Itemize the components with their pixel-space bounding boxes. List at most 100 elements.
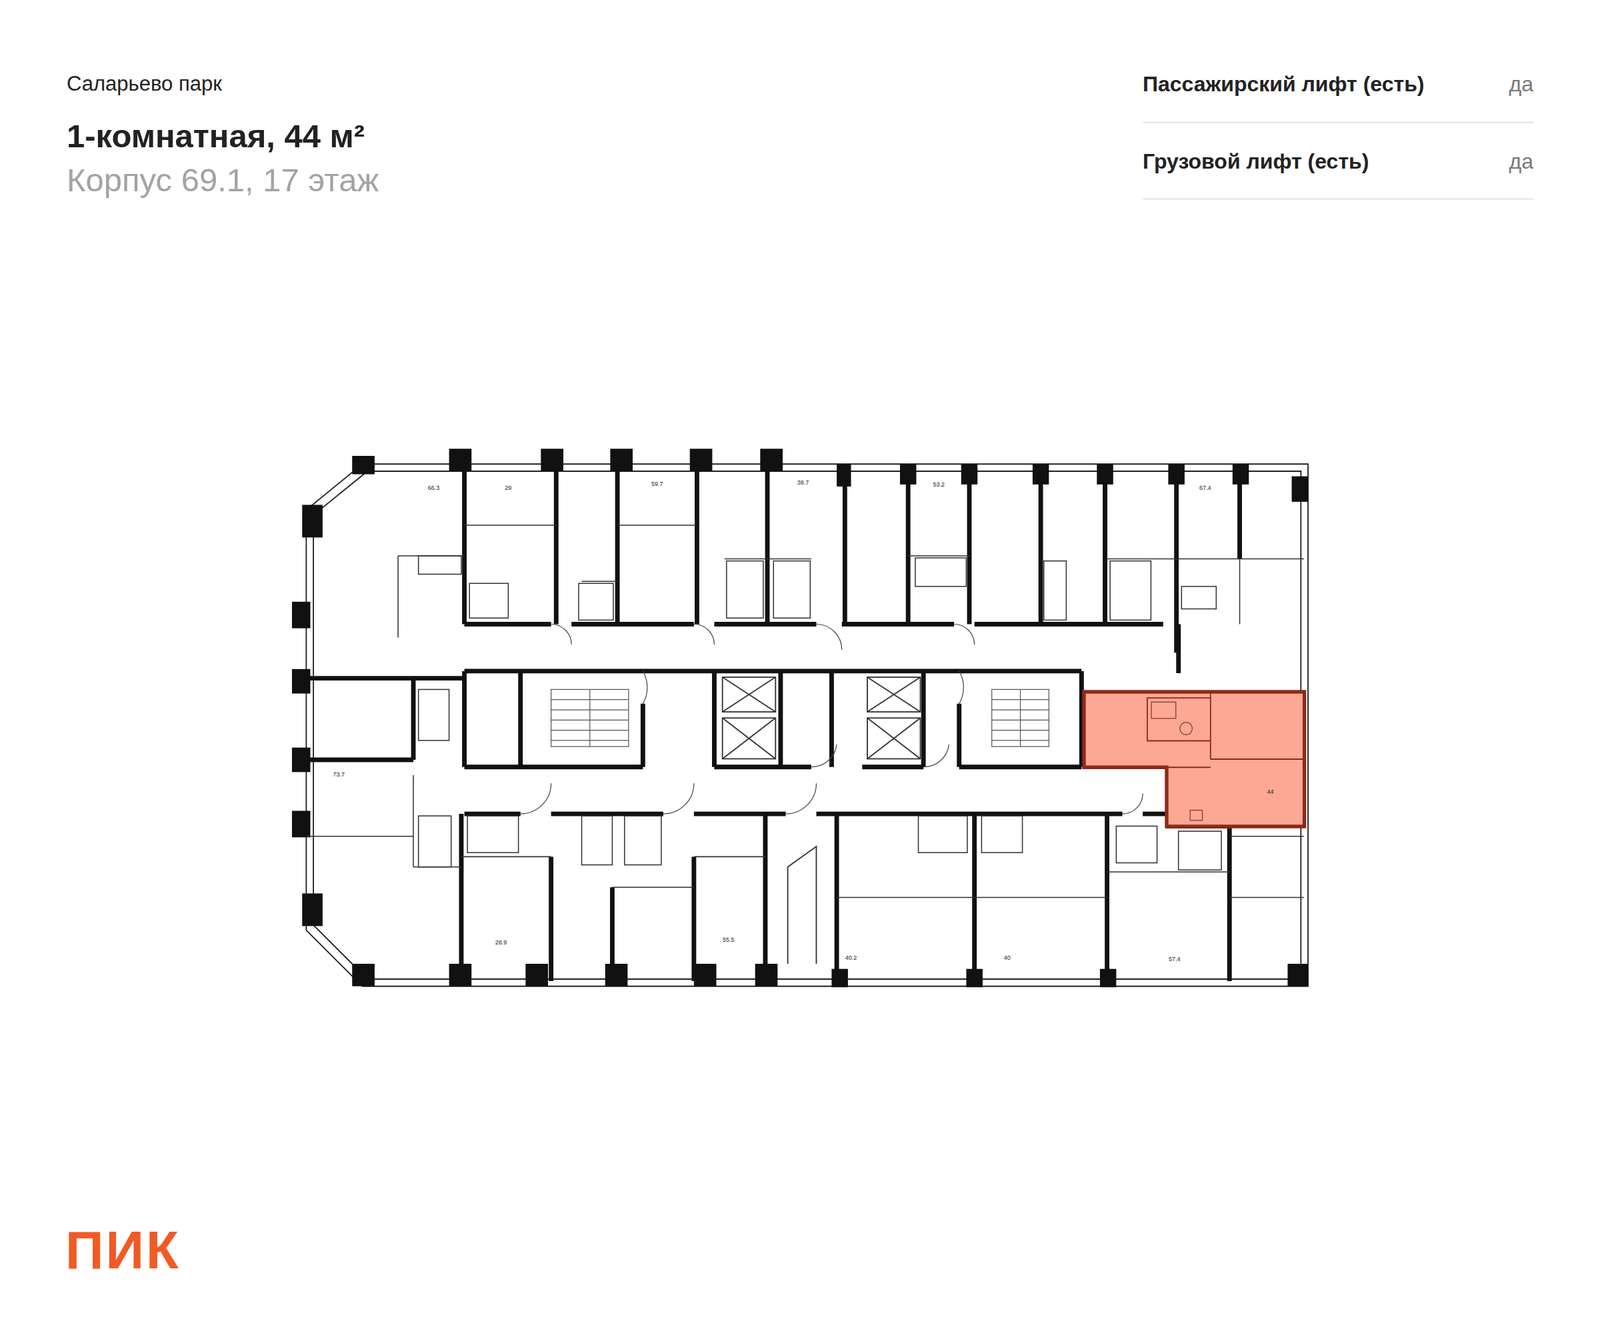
bathroom-fixtures-part: [915, 558, 967, 587]
bathroom-fixtures-part: [1181, 586, 1216, 610]
walls-part: [464, 622, 1164, 627]
bathroom-fixtures-part: [624, 816, 662, 865]
area-number: 29: [504, 484, 512, 491]
building-floor: Корпус 69.1, 17 этаж: [66, 161, 379, 199]
piers-part: [302, 504, 323, 538]
area-number: 44: [1267, 788, 1274, 796]
doors: [520, 624, 1143, 814]
partitions: [306, 525, 1304, 898]
piers-part: [540, 448, 564, 472]
bathroom-fixtures-part: [582, 816, 613, 865]
ramp-part: [788, 846, 817, 964]
feature-value: да: [1509, 72, 1534, 97]
bathroom-fixtures-part: [418, 556, 462, 575]
bathroom-fixtures-part: [469, 583, 508, 618]
partitions-part: [398, 556, 1177, 638]
area-number: 67.4: [1199, 484, 1212, 491]
feature-value: да: [1509, 149, 1534, 174]
bathroom-fixtures-part: [418, 816, 452, 868]
piers-part: [292, 811, 311, 838]
bathroom-fixtures-part: [578, 583, 614, 620]
piers-part: [292, 602, 311, 629]
piers-part: [292, 669, 311, 694]
facade: [306, 464, 1308, 986]
elevators-part: [867, 718, 921, 759]
elevators-part: [722, 677, 776, 712]
stairs: [551, 689, 1050, 747]
bathroom-fixtures-part: [1044, 561, 1067, 621]
stairs-part: [992, 689, 1050, 747]
piers: [292, 448, 1308, 988]
bathroom-fixtures-part: [1110, 561, 1151, 621]
piers-part: [694, 964, 717, 987]
feature-name: Грузовой лифт (есть): [1142, 149, 1369, 174]
piers-part: [760, 448, 783, 472]
stairs-part: [992, 689, 1050, 747]
piers-part: [449, 448, 472, 472]
area-number: 40.2: [845, 954, 858, 962]
header-dividers: [1142, 122, 1534, 200]
piers-part: [525, 964, 548, 987]
apartment-fill: [1084, 692, 1305, 827]
area-number: 59.7: [651, 480, 664, 487]
bathroom-fixtures-part: [1178, 831, 1222, 870]
piers-part: [690, 448, 713, 472]
elevators-part: [722, 677, 776, 712]
area-number: 57.4: [1168, 956, 1181, 963]
walls-part: [464, 671, 1082, 768]
piers-part: [831, 969, 848, 988]
walls-part: [306, 678, 464, 760]
elevators-part: [867, 677, 921, 712]
bathroom-fixtures-part: [418, 689, 450, 741]
apartment-outline: [1084, 692, 1305, 827]
bathroom-fixtures-part: [981, 816, 1022, 853]
piers-part: [352, 964, 375, 987]
bathroom-fixtures-part: [773, 561, 810, 619]
partitions-part: [306, 775, 462, 868]
selected-apartment: 44: [1084, 692, 1305, 827]
walls-part: [464, 671, 1082, 768]
bathroom-fixtures-part: [918, 816, 968, 853]
area-number: 53.2: [932, 481, 945, 488]
bathroom-fixtures-part: [726, 561, 764, 619]
elevators-part: [867, 677, 921, 712]
elevators-part: [722, 718, 776, 759]
page-title: 1-комнатная, 44 м²: [66, 117, 365, 155]
bathroom-fixtures-part: [467, 816, 519, 853]
partitions-part: [464, 525, 1304, 624]
elevators: [722, 677, 921, 759]
header-dividers-part: [1142, 198, 1534, 200]
ramp: [788, 846, 817, 964]
feature-name: Пассажирский лифт (есть): [1142, 72, 1425, 97]
piers-part: [1292, 476, 1308, 502]
brand-logo: ПИК: [65, 1220, 181, 1282]
doors-part: [551, 624, 975, 650]
apartment-walls: [1146, 692, 1304, 768]
stairs-part: [551, 689, 629, 747]
elevators-part: [722, 718, 776, 759]
bathroom-fixtures-part: [1116, 826, 1157, 863]
piers-part: [605, 964, 628, 987]
elevators-part: [867, 718, 921, 759]
area-number: 55.5: [722, 936, 735, 944]
apartment-fixtures: [1151, 702, 1203, 821]
partitions-part: [461, 836, 1304, 898]
piers-part: [302, 893, 323, 926]
piers-part: [352, 456, 375, 475]
piers-part: [1287, 964, 1308, 987]
doors-part: [520, 783, 1143, 814]
area-number: 28.9: [495, 939, 508, 946]
walls-part: [464, 471, 1240, 653]
header-dividers-part: [1142, 122, 1534, 124]
area-number: 38.7: [797, 479, 810, 486]
project-name: Саларьево парк: [66, 72, 222, 96]
stairs-part: [551, 689, 629, 747]
area-number: 73.7: [332, 771, 345, 778]
facade-part: [306, 464, 1308, 986]
area-number: 66.3: [428, 484, 440, 491]
piers-part: [610, 448, 633, 472]
walls-part: [464, 812, 1167, 817]
area-number: 40: [1004, 954, 1011, 962]
